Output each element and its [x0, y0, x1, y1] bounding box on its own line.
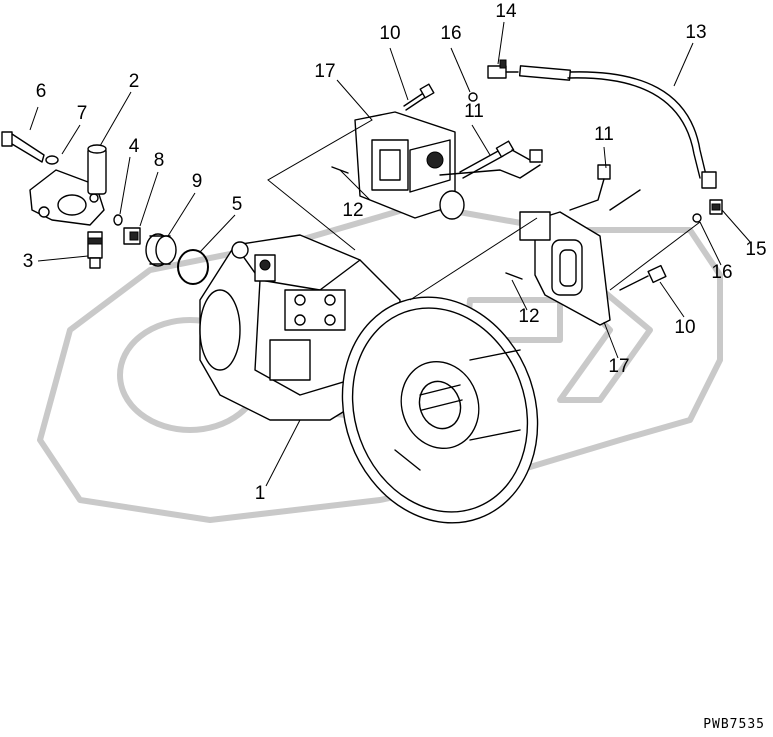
callout-16-lower: 16: [711, 262, 732, 283]
callout-10-upper: 10: [379, 23, 400, 44]
washer-part-7: [45, 155, 59, 165]
oring-part-16-upper: [468, 92, 478, 102]
bolt-part-6: [1, 131, 45, 163]
fitting-part-15: [709, 199, 723, 215]
callout-3: 3: [23, 251, 34, 272]
callout-5: 5: [232, 194, 243, 215]
oring-part-5: [177, 249, 209, 285]
callout-labels: 1 2 3 4 5 6 7 8 9 10 10 11 11 12 12 13 1…: [23, 1, 767, 504]
mounting-flange: [341, 296, 539, 524]
sensor-part-11-upper: [439, 140, 543, 179]
callout-2: 2: [129, 71, 140, 92]
leader-lines: [29, 21, 752, 487]
callout-1: 1: [255, 483, 266, 504]
valve-block-part-17-lower: [519, 211, 611, 326]
callout-13: 13: [685, 22, 706, 43]
bolt-part-10-lower: [619, 264, 667, 291]
callout-11-upper: 11: [464, 101, 484, 122]
callout-9: 9: [192, 171, 203, 192]
callout-16-upper: 16: [440, 23, 461, 44]
callout-15: 15: [745, 239, 766, 260]
callout-14: 14: [495, 1, 517, 22]
callout-12-lower: 12: [518, 306, 539, 327]
callout-4: 4: [129, 136, 140, 157]
fitting-part-3: [87, 231, 103, 269]
valve-block-part-17-upper: [354, 111, 465, 220]
bolt-part-10-upper: [403, 83, 435, 111]
callout-7: 7: [77, 103, 88, 124]
callout-8: 8: [154, 150, 165, 171]
plug-part-8: [123, 227, 141, 245]
pin-part-12-lower: [505, 272, 523, 280]
drawing-code: PWB7535: [703, 717, 765, 732]
oring-part-16-lower: [692, 213, 702, 223]
callout-12-upper: 12: [342, 200, 363, 221]
callout-17-lower: 17: [608, 356, 629, 377]
callout-11-lower: 11: [594, 124, 614, 145]
cover-housing-part-2: [29, 144, 107, 226]
sensor-part-11-lower: [569, 164, 641, 211]
fitting-part-14: [487, 59, 519, 79]
hose-part-13: [518, 65, 717, 189]
callout-10-lower: 10: [674, 317, 695, 338]
callout-17-upper: 17: [314, 61, 335, 82]
bearing-part-9: [145, 233, 177, 267]
oring-part-4: [113, 214, 123, 226]
callout-6: 6: [36, 81, 47, 102]
